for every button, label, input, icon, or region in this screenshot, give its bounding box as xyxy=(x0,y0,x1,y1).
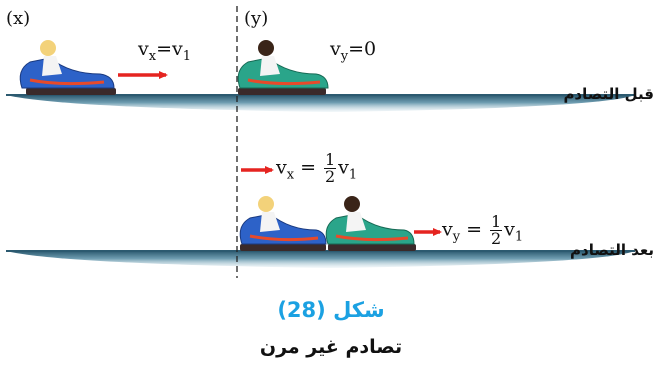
eq-vx-before: vx=v1 xyxy=(138,38,191,64)
ground-after xyxy=(6,251,635,268)
bumper-car-x-after xyxy=(240,196,326,251)
stage-label-before: قبل التصادم xyxy=(563,85,654,103)
eq-vy-before: vy=0 xyxy=(330,38,376,64)
label-y-marker: (y) xyxy=(244,8,268,29)
ground-before xyxy=(6,95,635,112)
figure-number: شكل (28) xyxy=(0,298,662,322)
bumper-car-y-before xyxy=(238,40,328,95)
figure-caption: تصادم غير مرن xyxy=(0,336,662,358)
bumper-car-x-before xyxy=(20,40,116,95)
bumper-car-y-after xyxy=(326,196,416,251)
stage-label-after: بعد التصادم xyxy=(570,241,654,259)
label-x-marker: (x) xyxy=(6,8,30,29)
